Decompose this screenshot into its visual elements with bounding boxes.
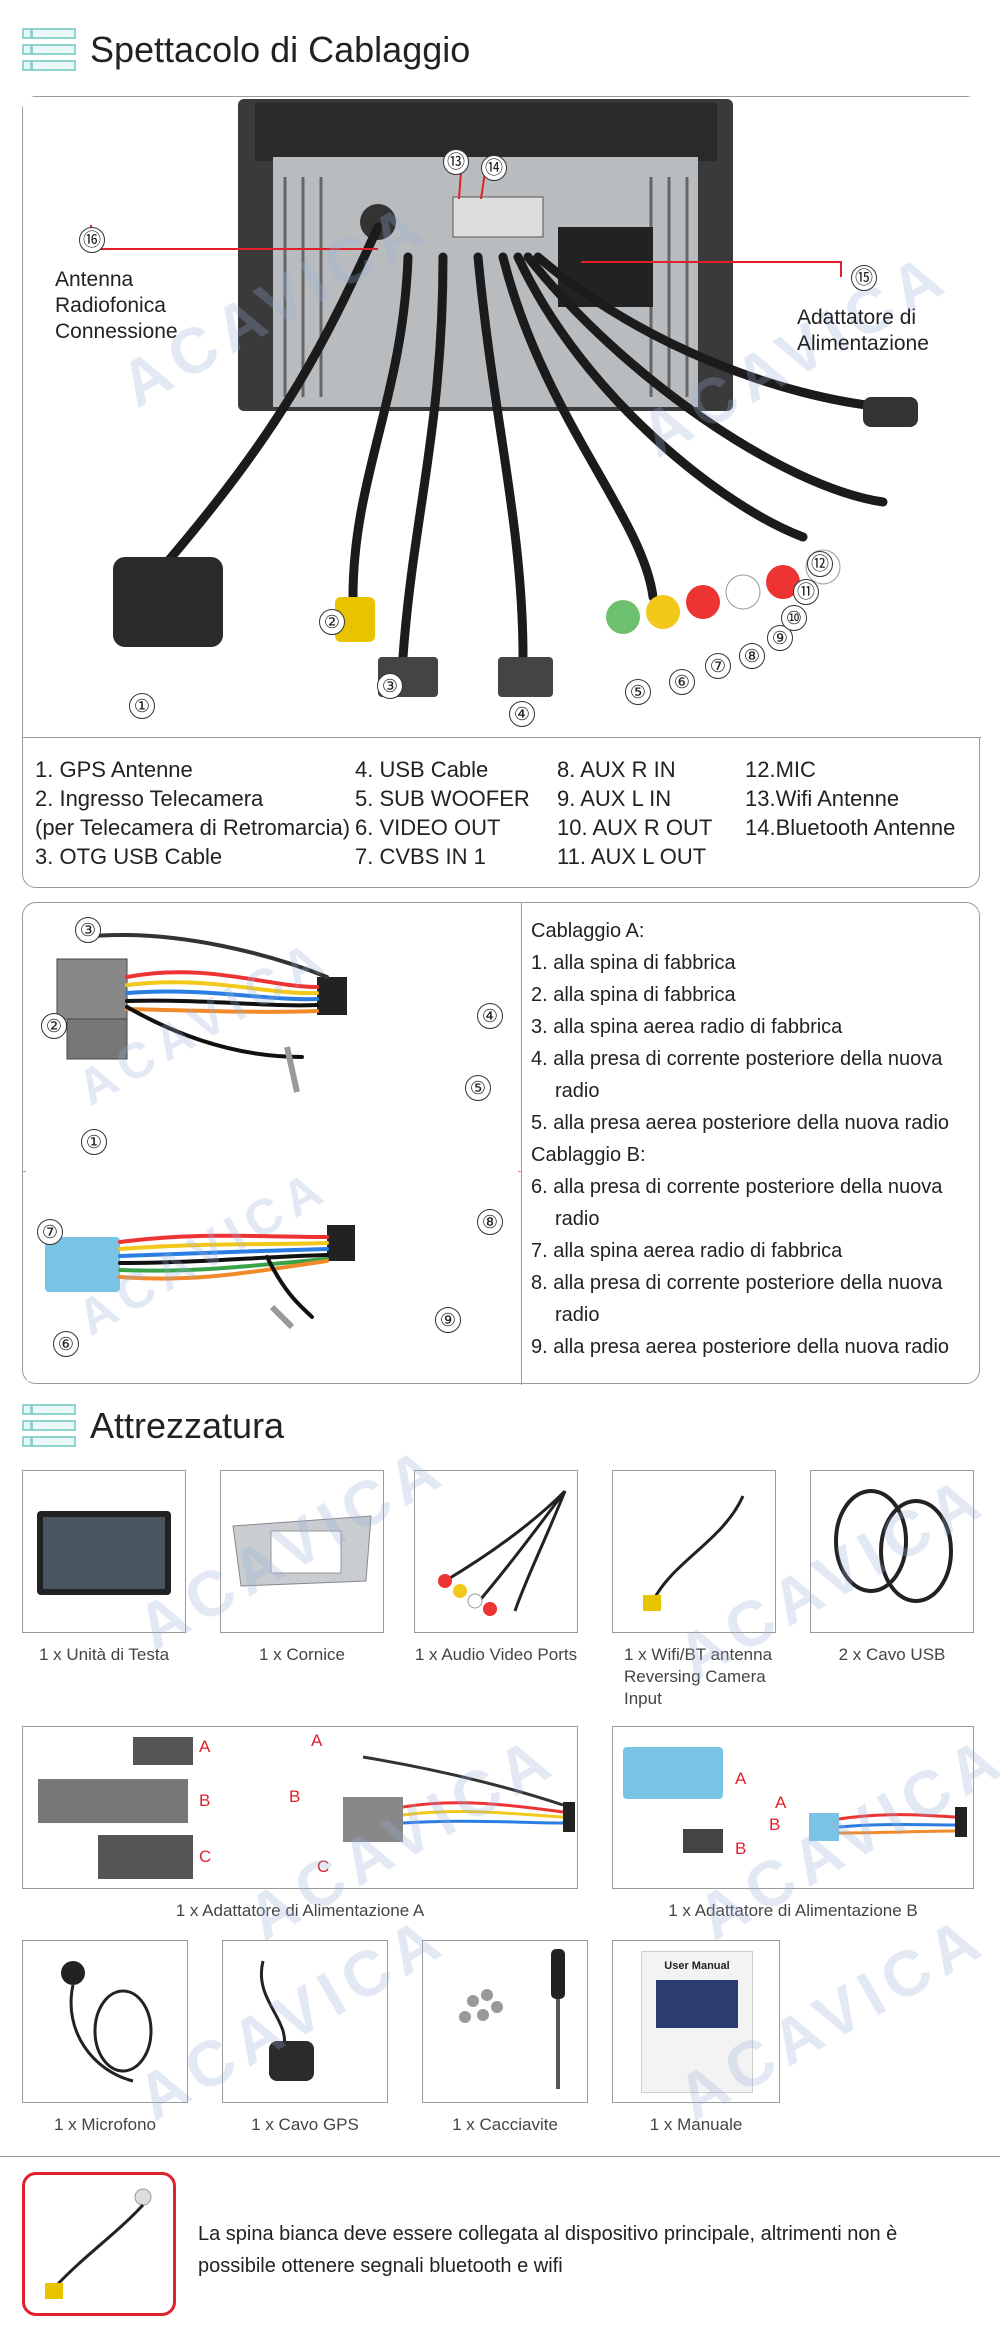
letter-b: B xyxy=(735,1839,747,1858)
item-microphone xyxy=(22,1940,188,2103)
caption-screwdriver: 1 x Cacciavite xyxy=(452,2115,558,2134)
item-frame xyxy=(220,1470,384,1633)
head-unit-image xyxy=(37,1511,171,1595)
item-wifi-bt-antenna xyxy=(612,1470,776,1633)
callout-15: ⑮ xyxy=(851,265,877,291)
callout-13: ⑬ xyxy=(443,149,469,175)
harness-callout-5: ⑤ xyxy=(465,1075,491,1101)
callout-2: ② xyxy=(319,609,345,635)
callout-1: ① xyxy=(129,693,155,719)
letter-c: C xyxy=(199,1847,212,1866)
antenna-label: Antenna Radiofonica Connessione xyxy=(55,268,178,343)
callout-10: ⑩ xyxy=(781,605,807,631)
letter-a: A xyxy=(735,1769,747,1788)
callout-4: ④ xyxy=(509,701,535,727)
harness-callout-9: ⑨ xyxy=(435,1307,461,1333)
list-icon xyxy=(22,28,76,72)
harness-callout-8: ⑧ xyxy=(477,1209,503,1235)
frame-image xyxy=(232,1515,372,1587)
wiring-section-title: Spettacolo di Cablaggio xyxy=(22,28,470,72)
usb-cable-image xyxy=(834,1489,953,1603)
caption-microphone: 1 x Microfono xyxy=(53,2115,157,2134)
caption-av-ports: 1 x Audio Video Ports xyxy=(414,1645,578,1664)
wiring-photo xyxy=(23,97,981,737)
harness-callout-6: ⑥ xyxy=(53,1331,79,1357)
item-head-unit xyxy=(22,1470,186,1633)
item-usb-cable xyxy=(810,1470,974,1633)
gps-cable-image xyxy=(259,1960,314,2081)
item-adapter-b: A B A B xyxy=(612,1726,974,1889)
letter-a: A xyxy=(775,1793,787,1812)
caption-wifi-bt: 1 x Wifi/BT antenna Reversing Camera Inp… xyxy=(624,1645,773,1708)
equipment-title: Attrezzatura xyxy=(90,1405,285,1446)
caption-frame: 1 x Cornice xyxy=(259,1645,345,1664)
caption-manual: 1 x Manuale xyxy=(649,2115,743,2134)
manual-cover: User Manual xyxy=(641,1951,753,2093)
item-adapter-a: A B C A B C xyxy=(22,1726,578,1889)
callout-14: ⑭ xyxy=(481,155,507,181)
harness-panel: ACAVICA ACAVICA ③ ② ① ④ ⑤ ⑦ ⑥ ⑧ ⑨ Cablag… xyxy=(22,902,980,1385)
letter-b: B xyxy=(769,1815,781,1834)
caption-head-unit: 1 x Unità di Testa xyxy=(38,1645,170,1664)
microphone-image xyxy=(61,1961,153,2083)
caption-adapter-a: 1 x Adattatore di Alimentazione A xyxy=(175,1901,425,1920)
callout-8: ⑧ xyxy=(739,643,765,669)
callout-5: ⑤ xyxy=(625,679,651,705)
antenna-plug-image xyxy=(45,2188,152,2299)
equipment-section-title: Attrezzatura xyxy=(22,1404,284,1448)
harness-photo xyxy=(27,907,517,1381)
harness-callout-2: ② xyxy=(41,1013,67,1039)
note-text: La spina bianca deve essere collegata al… xyxy=(198,2223,898,2277)
harness-instructions: Cablaggio A: 1. alla spina di fabbrica 2… xyxy=(531,920,950,1358)
callout-6: ⑥ xyxy=(669,669,695,695)
item-screwdriver xyxy=(422,1940,588,2103)
legend-col-3: 8. AUX R IN 9. AUX L IN 10. AUX R OUT 11… xyxy=(557,757,713,869)
letter-a: A xyxy=(311,1731,323,1750)
letter-b: B xyxy=(199,1791,211,1810)
harness-callout-4: ④ xyxy=(477,1003,503,1029)
wifi-bt-antenna-image xyxy=(643,1495,745,1611)
callout-3: ③ xyxy=(377,673,403,699)
legend-col-4: 12.MIC 13.Wifi Antenne 14.Bluetooth Ante… xyxy=(745,757,956,840)
letter-c: C xyxy=(317,1857,330,1876)
list-icon xyxy=(22,1404,76,1448)
note-image-box xyxy=(22,2172,176,2316)
power-label: Adattatore di Alimentazione xyxy=(797,306,929,355)
item-av-ports xyxy=(414,1470,578,1633)
manual-title: User Manual xyxy=(664,1960,730,1972)
letter-b: B xyxy=(289,1787,301,1806)
caption-usb-cable: 2 x Cavo USB xyxy=(838,1645,946,1664)
callout-7: ⑦ xyxy=(705,653,731,679)
harness-callout-7: ⑦ xyxy=(37,1219,63,1245)
screwdriver-image xyxy=(459,1949,565,2089)
callout-12: ⑫ xyxy=(807,551,833,577)
item-manual: User Manual xyxy=(612,1940,780,2103)
caption-gps-cable: 1 x Cavo GPS xyxy=(251,2115,359,2134)
adapter-b-image xyxy=(623,1747,967,1853)
harness-callout-1: ① xyxy=(81,1129,107,1155)
av-ports-image xyxy=(438,1489,567,1616)
legend-col-1: 1. GPS Antenne 2. Ingresso Telecamera (p… xyxy=(35,757,351,869)
wiring-panel: ACAVICA ACAVICA ⑯ ⑮ ⑬ ⑭ Antenna Radiofon… xyxy=(22,96,981,888)
callout-11: ⑪ xyxy=(793,579,819,605)
letter-a: A xyxy=(199,1737,211,1756)
caption-adapter-b: 1 x Adattatore di Alimentazione B xyxy=(668,1901,918,1920)
callout-16: ⑯ xyxy=(79,227,105,253)
wiring-title: Spettacolo di Cablaggio xyxy=(90,29,471,70)
harness-callout-3: ③ xyxy=(75,917,101,943)
legend-col-2: 4. USB Cable 5. SUB WOOFER 6. VIDEO OUT … xyxy=(355,757,530,869)
item-gps-cable xyxy=(222,1940,388,2103)
adapter-a-image xyxy=(38,1737,575,1879)
